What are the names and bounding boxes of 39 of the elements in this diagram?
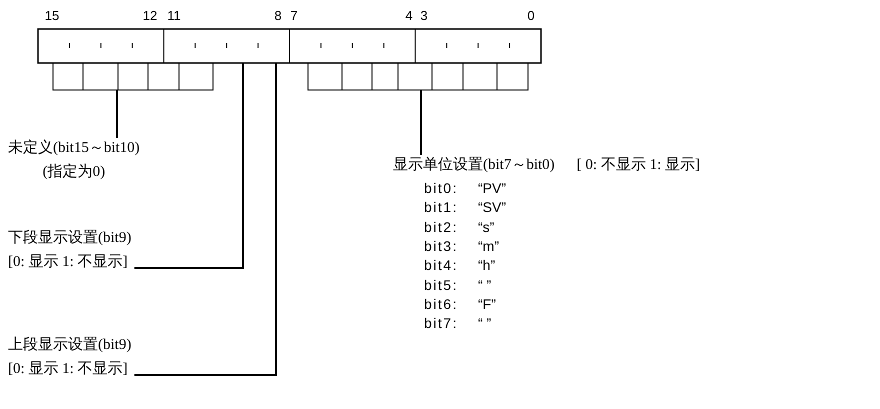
upper-display-setting-label: 上段显示设置(bit9) (8, 336, 132, 355)
leader-line (420, 90, 422, 155)
bit-number: 8 (273, 9, 283, 23)
unit-symbol-text: “h” (478, 257, 496, 274)
bit-name-text: bit7: (424, 315, 458, 332)
unit-symbol-text: “s” (478, 218, 494, 235)
bit-number: 7 (289, 9, 299, 23)
unit-display-setting-label: 显示单位设置(bit7～bit0) (393, 156, 555, 175)
unit-symbol-text: “ ” (478, 276, 492, 292)
note-text: (指定为0) (42, 162, 106, 182)
bit-number: 11 (166, 9, 182, 23)
bit-cell-row (308, 62, 528, 90)
bit-name-text: bit5: (424, 276, 458, 292)
unit-symbol-text: “ ” (478, 315, 492, 332)
bit-name-text: bit6: (424, 296, 458, 312)
register-drawing (37, 28, 542, 64)
value-legend-text: [0: 显示 1: 不显示] (8, 253, 129, 272)
leader-line (134, 63, 277, 376)
bit-cell-row (52, 62, 214, 90)
undefined-bits-label: 未定义(bit15～bit10) (8, 138, 140, 158)
unit-symbol-text: “F” (478, 296, 496, 312)
leader-line (116, 90, 118, 138)
value-legend-text: [0: 显示 1: 不显示] (8, 360, 129, 379)
unit-symbol-text: “m” (478, 238, 499, 254)
bit-number: 4 (404, 9, 414, 23)
bit-number: 15 (44, 9, 60, 23)
bit-name-text: bit3: (424, 238, 458, 254)
bit-number: 0 (526, 9, 536, 23)
value-legend-text: [ 0: 不显示 1: 显示] (576, 156, 700, 175)
unit-symbol-text: “SV” (478, 199, 506, 216)
unit-symbol-text: “PV” (478, 180, 506, 196)
bit-number: 3 (419, 9, 429, 23)
lower-display-setting-label: 下段显示设置(bit9) (8, 228, 132, 248)
bit-name-text: bit1: (424, 199, 458, 216)
bit-number: 12 (142, 9, 158, 23)
leader-line (134, 63, 244, 269)
bit-name-text: bit2: (424, 218, 458, 235)
bit-name-text: bit4: (424, 257, 458, 274)
bit-name-text: bit0: (424, 180, 458, 196)
